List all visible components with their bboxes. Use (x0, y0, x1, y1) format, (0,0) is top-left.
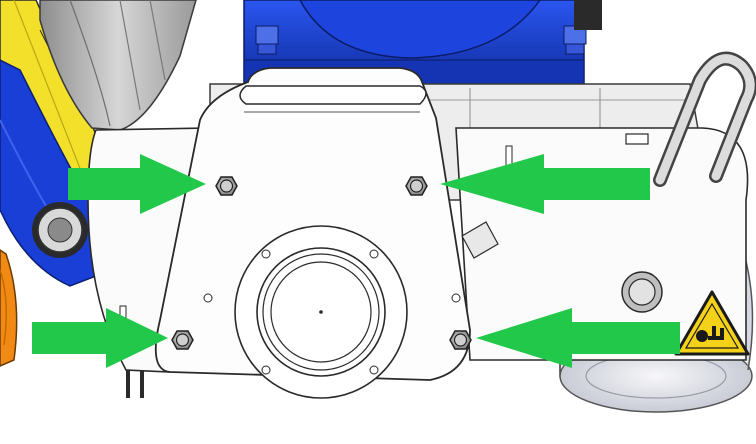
arrow-group (32, 154, 680, 368)
arrow-right-icon (32, 308, 168, 368)
bolt-icon (405, 176, 428, 196)
arrow-left-icon (440, 154, 650, 214)
handle-loop (653, 51, 756, 187)
motor-bolt-right (563, 25, 587, 55)
warning-hand-icon (674, 290, 750, 356)
bolt-icon (449, 330, 472, 350)
funnel-housing (39, 0, 197, 131)
center-flange (203, 225, 461, 399)
orange-wheel (0, 249, 18, 367)
bolt-icon (215, 176, 238, 196)
arrow-right-icon (68, 154, 206, 214)
motor-bolt-left (255, 25, 279, 55)
arrow-left-icon (476, 308, 680, 368)
bolt-icon (171, 330, 194, 350)
panel-screw (621, 271, 663, 313)
pivot-bolt (32, 202, 88, 258)
